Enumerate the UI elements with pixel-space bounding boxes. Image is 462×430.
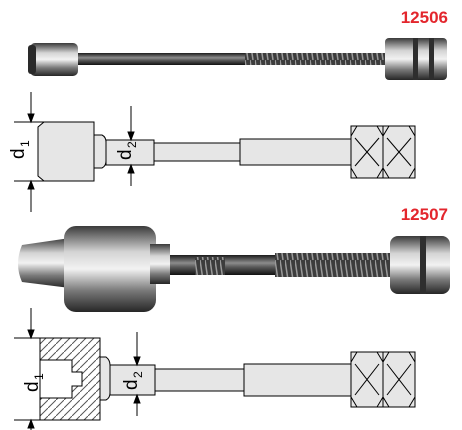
dimension-label-d2-12507: d 2 xyxy=(121,371,145,390)
product-code-12507: 12507 xyxy=(400,205,448,224)
dimension-label-d1-12506: d 1 xyxy=(8,140,32,159)
product-code-12506: 12506 xyxy=(400,8,448,27)
svg-text:1: 1 xyxy=(32,373,46,380)
dimension-label-d1-12507: d 1 xyxy=(22,373,46,392)
technical-drawing-12506 xyxy=(14,92,416,212)
technical-drawing-12507 xyxy=(14,308,416,430)
svg-text:2: 2 xyxy=(125,141,139,148)
svg-text:d: d xyxy=(115,149,136,160)
svg-text:d: d xyxy=(22,381,43,392)
tool-photo-12507 xyxy=(18,226,450,312)
tool-photo-12506 xyxy=(28,38,447,80)
svg-text:d: d xyxy=(8,148,29,159)
svg-text:1: 1 xyxy=(18,140,32,147)
dimension-label-d2-12506: d 2 xyxy=(115,141,139,160)
svg-text:d: d xyxy=(121,379,142,390)
svg-text:2: 2 xyxy=(131,371,145,378)
